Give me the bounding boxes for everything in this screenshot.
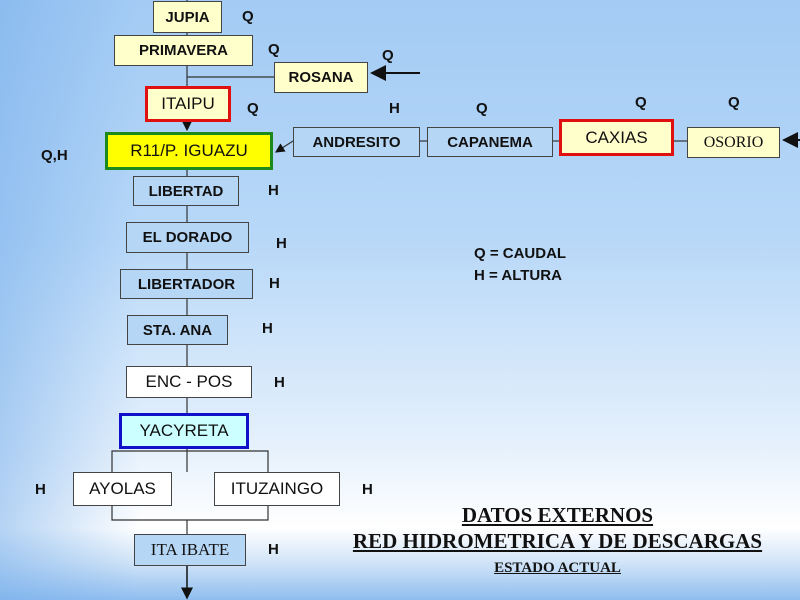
measure-eldorado: H	[276, 235, 287, 252]
measure-ayolas: H	[35, 481, 46, 498]
station-staana: STA. ANA	[127, 315, 228, 345]
measure-jupia: Q	[242, 8, 254, 25]
measure-capanema: Q	[476, 100, 488, 117]
station-capanema: CAPANEMA	[427, 127, 553, 157]
title-line-3: ESTADO ACTUAL	[494, 560, 621, 576]
station-andresito: ANDRESITO	[293, 127, 420, 157]
station-eldorado: EL DORADO	[126, 222, 249, 253]
station-libertad: LIBERTAD	[133, 176, 239, 206]
legend-caudal: Q = CAUDAL	[474, 245, 567, 262]
measure-iguazu: Q,H	[41, 147, 68, 164]
measure-andresito: H	[389, 100, 400, 117]
measure-staana: H	[262, 320, 273, 337]
station-itaipu: ITAIPU	[145, 86, 231, 122]
measure-caxias: Q	[635, 94, 647, 111]
station-primavera: PRIMAVERA	[114, 35, 253, 66]
station-encpos: ENC - POS	[126, 366, 252, 398]
measure-ituzaingo: H	[362, 481, 373, 498]
station-ituzaingo: ITUZAINGO	[214, 472, 340, 506]
station-itaibate: ITA IBATE	[134, 534, 246, 566]
station-rosana: ROSANA	[274, 62, 368, 93]
measure-libertad: H	[268, 182, 279, 199]
title-line-2: RED HIDROMETRICA Y DE DESCARGAS	[352, 529, 763, 553]
station-yacyreta: YACYRETA	[119, 413, 249, 449]
station-libertador: LIBERTADOR	[120, 269, 253, 299]
station-osorio: OSORIO	[687, 127, 780, 158]
station-jupia: JUPIA	[153, 1, 222, 33]
measure-itaibate: H	[268, 541, 279, 558]
station-iguazu: R11/P. IGUAZU	[105, 132, 273, 170]
station-ayolas: AYOLAS	[73, 472, 172, 506]
measure-osorio: Q	[728, 94, 740, 111]
station-caxias: CAXIAS	[559, 119, 674, 156]
legend-altura: H = ALTURA	[474, 267, 562, 284]
measure-primavera: Q	[268, 41, 280, 58]
measure-rosana: Q	[382, 47, 394, 64]
measure-libertador: H	[269, 275, 280, 292]
measure-encpos: H	[274, 374, 285, 391]
title-line-1: DATOS EXTERNOS	[461, 503, 654, 527]
measure-itaipu: Q	[247, 100, 259, 117]
